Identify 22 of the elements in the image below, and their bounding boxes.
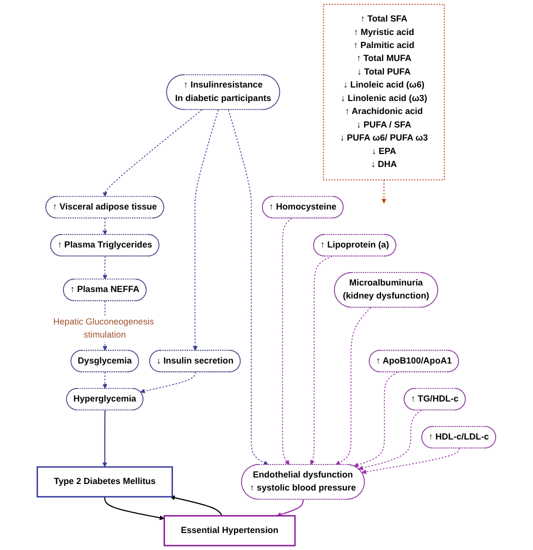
arrow xyxy=(362,448,460,474)
edge-label: Hepatic Gluconeogenesis stimulation xyxy=(53,317,154,340)
node-box: Type 2 Diabetes Mellitus xyxy=(36,466,173,498)
node-box: ↑ Total SFA ↑ Myristic acid ↑ Palmitic acid ↑ Total MUFA ↓ Total PUFA ↓ Linoleic acid (ω6) ↓ Linolenic acid (ω3) ↑ Arachidonic acid ↓ PUFA / SFA ↓ PUFA ω6/ PUFA ω3 ↓ EPA ↓ DHA xyxy=(322,4,445,180)
arrow xyxy=(102,410,108,468)
arrow xyxy=(140,372,196,394)
arrow xyxy=(382,179,386,204)
arrow xyxy=(102,372,108,389)
arrow xyxy=(102,218,108,235)
arrow xyxy=(354,372,398,468)
arrow xyxy=(102,256,108,280)
arrow xyxy=(276,500,304,517)
arrow xyxy=(102,109,202,197)
arrow xyxy=(170,495,222,516)
node-box: Essential Hypertension xyxy=(164,515,296,546)
arrow xyxy=(358,410,422,470)
arrow xyxy=(228,109,268,465)
arrow xyxy=(104,496,164,520)
arrow xyxy=(192,109,219,351)
arrow xyxy=(310,256,332,465)
arrow xyxy=(336,307,372,465)
arrow xyxy=(282,218,292,465)
